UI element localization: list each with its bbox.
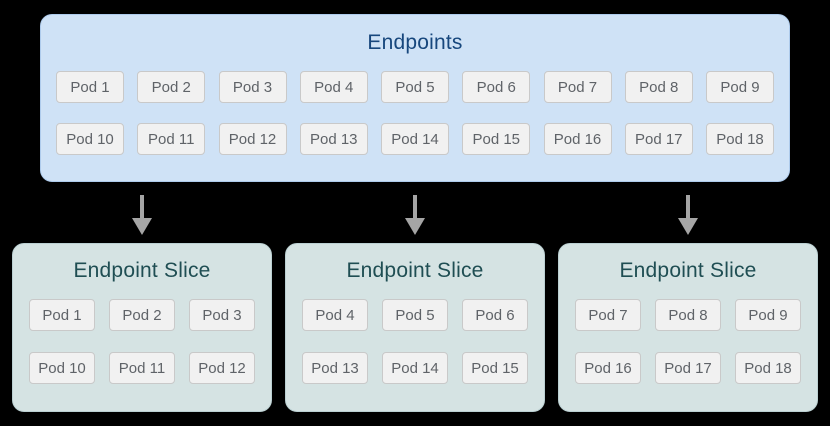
pod-box: Pod 5: [382, 299, 448, 331]
pod-box: Pod 9: [706, 71, 774, 103]
pod-box: Pod 4: [302, 299, 368, 331]
pod-box: Pod 8: [655, 299, 721, 331]
arrows-row: [0, 182, 830, 243]
endpoint-slice-title: Endpoint Slice: [73, 259, 211, 282]
pod-box: Pod 7: [575, 299, 641, 331]
pod-box: Pod 2: [109, 299, 175, 331]
arrow-shaft: [140, 194, 144, 218]
endpoints-pod-row-2: Pod 10 Pod 11 Pod 12 Pod 13 Pod 14 Pod 15 Pod …: [41, 123, 789, 155]
pod-box: Pod 8: [624, 71, 693, 103]
down-arrow-icon: [132, 194, 152, 235]
arrow-shaft: [686, 194, 690, 218]
pod-box: Pod 1: [56, 71, 124, 103]
pod-box: Pod 9: [735, 299, 801, 331]
pod-box: Pod 16: [575, 352, 641, 384]
pod-box: Pod 17: [655, 352, 721, 384]
arrow-head: [405, 217, 425, 235]
endpoints-box: Endpoints Pod 1 Pod 2 Pod 3 Pod 4 Pod 5 Pod 6…: [40, 14, 790, 182]
pod-box: Pod 14: [382, 352, 448, 384]
endpoint-slice-title: Endpoint Slice: [619, 259, 757, 282]
endpoint-slice-title: Endpoint Slice: [346, 259, 484, 282]
arrow-shaft: [413, 194, 417, 218]
slice-3-pod-row-1: Pod 7 Pod 8 Pod 9: [559, 299, 817, 331]
pod-box: Pod 18: [735, 352, 801, 384]
pod-box: Pod 11: [109, 352, 175, 384]
pod-box: Pod 2: [137, 71, 206, 103]
pod-box: Pod 5: [381, 71, 449, 103]
arrow-head: [132, 217, 152, 235]
down-arrow-icon: [678, 194, 698, 235]
pod-box: Pod 10: [56, 123, 124, 155]
arrow-cell-2: [285, 182, 545, 243]
pod-box: Pod 4: [299, 71, 368, 103]
pod-box: Pod 18: [706, 123, 774, 155]
arrow-cell-1: [12, 182, 272, 243]
endpoints-title: Endpoints: [367, 31, 463, 54]
pod-box: Pod 17: [624, 123, 693, 155]
pod-box: Pod 7: [543, 71, 612, 103]
pod-box: Pod 14: [381, 123, 449, 155]
arrow-head: [678, 217, 698, 235]
pod-box: Pod 6: [462, 299, 528, 331]
endpoints-pod-row-1: Pod 1 Pod 2 Pod 3 Pod 4 Pod 5 Pod 6 Pod 7 Pod 8…: [41, 71, 789, 103]
pod-box: Pod 16: [543, 123, 612, 155]
pod-box: Pod 10: [29, 352, 95, 384]
pod-box: Pod 13: [299, 123, 368, 155]
slice-3-pod-row-2: Pod 16 Pod 17 Pod 18: [559, 352, 817, 384]
slice-2-pod-row-2: Pod 13 Pod 14 Pod 15: [286, 352, 544, 384]
pod-box: Pod 12: [218, 123, 287, 155]
pod-box: Pod 6: [462, 71, 531, 103]
down-arrow-icon: [405, 194, 425, 235]
pod-box: Pod 13: [302, 352, 368, 384]
pod-box: Pod 3: [218, 71, 287, 103]
slice-1-pod-row-1: Pod 1 Pod 2 Pod 3: [13, 299, 271, 331]
pod-box: Pod 11: [137, 123, 206, 155]
pod-box: Pod 12: [189, 352, 255, 384]
slice-2-pod-row-1: Pod 4 Pod 5 Pod 6: [286, 299, 544, 331]
pod-box: Pod 1: [29, 299, 95, 331]
pod-box: Pod 15: [462, 352, 528, 384]
arrow-cell-3: [558, 182, 818, 243]
pod-box: Pod 3: [189, 299, 255, 331]
pod-box: Pod 15: [462, 123, 531, 155]
slice-1-pod-row-2: Pod 10 Pod 11 Pod 12: [13, 352, 271, 384]
